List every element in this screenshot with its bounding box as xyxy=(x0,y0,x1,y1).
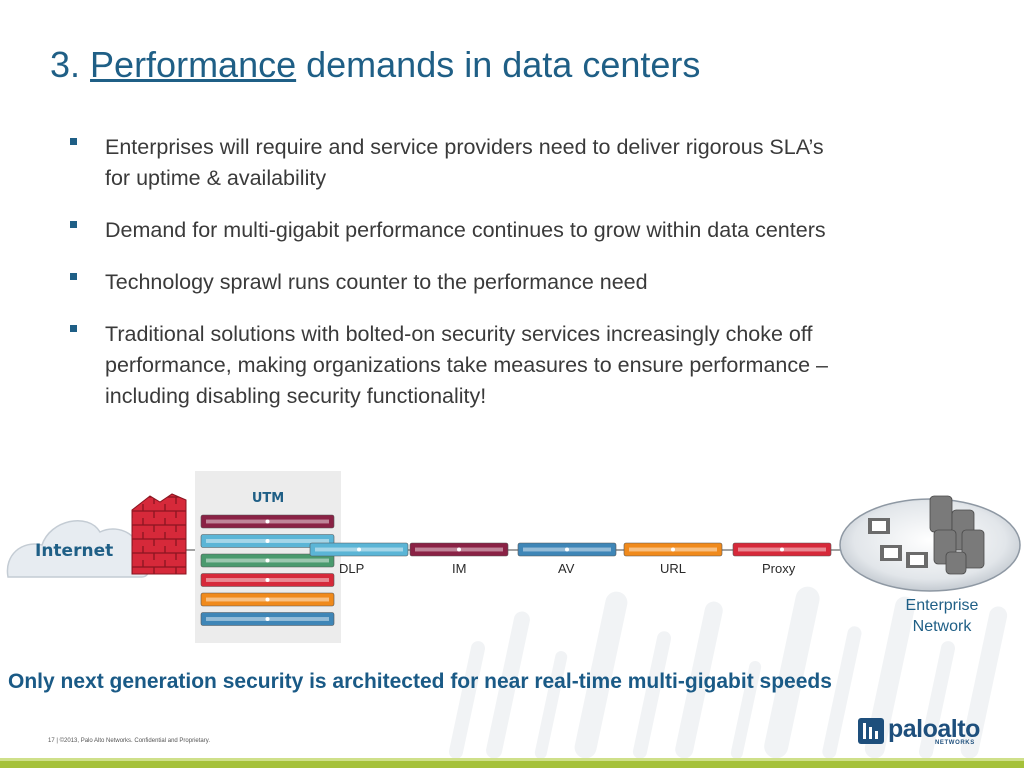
bullet-list: Enterprises will require and service pro… xyxy=(68,132,848,433)
background-stripes xyxy=(448,586,1008,760)
bullet-item: Technology sprawl runs counter to the pe… xyxy=(68,267,848,298)
network-diagram: Internet UTM xyxy=(6,471,1021,643)
enterprise-network-icon xyxy=(839,495,1021,592)
bullet-text: Technology sprawl runs counter to the pe… xyxy=(105,270,648,294)
utm-appliance-unit xyxy=(200,514,335,529)
utm-appliance-unit xyxy=(200,612,335,626)
square-bullet-icon xyxy=(70,273,77,280)
appliance-label-im: IM xyxy=(452,561,467,576)
appliance-proxy xyxy=(732,542,832,557)
utm-appliance-unit xyxy=(200,573,335,587)
company-logo: paloalto NETWORKS xyxy=(858,716,982,748)
square-bullet-icon xyxy=(70,138,77,145)
firewall-icon xyxy=(131,493,187,575)
title-prefix: 3. xyxy=(50,44,91,85)
internet-label: Internet xyxy=(35,541,113,561)
bottom-accent-bar xyxy=(0,758,1024,768)
bullet-item: Traditional solutions with bolted-on sec… xyxy=(68,319,848,412)
utm-label: UTM xyxy=(252,491,284,506)
title-suffix: demands in data centers xyxy=(296,44,701,85)
utm-appliance-stack xyxy=(200,514,335,626)
bullet-item: Demand for multi-gigabit performance con… xyxy=(68,215,848,246)
appliance-label-proxy: Proxy xyxy=(762,561,796,576)
page-title: 3. Performance demands in data centers xyxy=(50,44,700,86)
internet-cloud-icon: Internet xyxy=(6,519,150,578)
utm-appliance-unit xyxy=(200,553,335,568)
appliance-label-url: URL xyxy=(660,561,687,576)
appliance-label-av: AV xyxy=(558,561,575,576)
footer-copyright: 17 | ©2013, Palo Alto Networks. Confiden… xyxy=(48,738,210,744)
enterprise-label-line2: Network xyxy=(912,618,972,635)
bullet-text: Traditional solutions with bolted-on sec… xyxy=(105,322,829,408)
appliance-label-dlp: DLP xyxy=(339,561,365,576)
appliance-url xyxy=(623,542,723,557)
bullet-text: Enterprises will require and service pro… xyxy=(105,135,824,190)
title-emphasis: Performance xyxy=(90,44,297,85)
footer-separator: | xyxy=(56,738,58,744)
utm-appliance-unit xyxy=(200,534,335,548)
tagline: Only next generation security is archite… xyxy=(8,670,832,693)
logo-text: paloalto xyxy=(888,715,980,743)
enterprise-network-label: Enterprise Network xyxy=(880,595,1004,637)
utm-appliance-unit xyxy=(200,592,335,607)
copyright-text: ©2013, Palo Alto Networks. Confidential … xyxy=(59,738,210,744)
appliance-dlp xyxy=(309,542,409,557)
square-bullet-icon xyxy=(70,325,77,332)
enterprise-label-line1: Enterprise xyxy=(905,597,979,614)
appliance-im xyxy=(409,542,509,557)
appliance-av xyxy=(517,542,617,557)
bullet-item: Enterprises will require and service pro… xyxy=(68,132,848,194)
page-number: 17 xyxy=(48,738,55,744)
square-bullet-icon xyxy=(70,221,77,228)
appliance-chain xyxy=(309,542,832,557)
logo-subtext: NETWORKS xyxy=(935,740,975,746)
bullet-text: Demand for multi-gigabit performance con… xyxy=(105,218,826,242)
logo-mark-icon xyxy=(858,718,884,744)
